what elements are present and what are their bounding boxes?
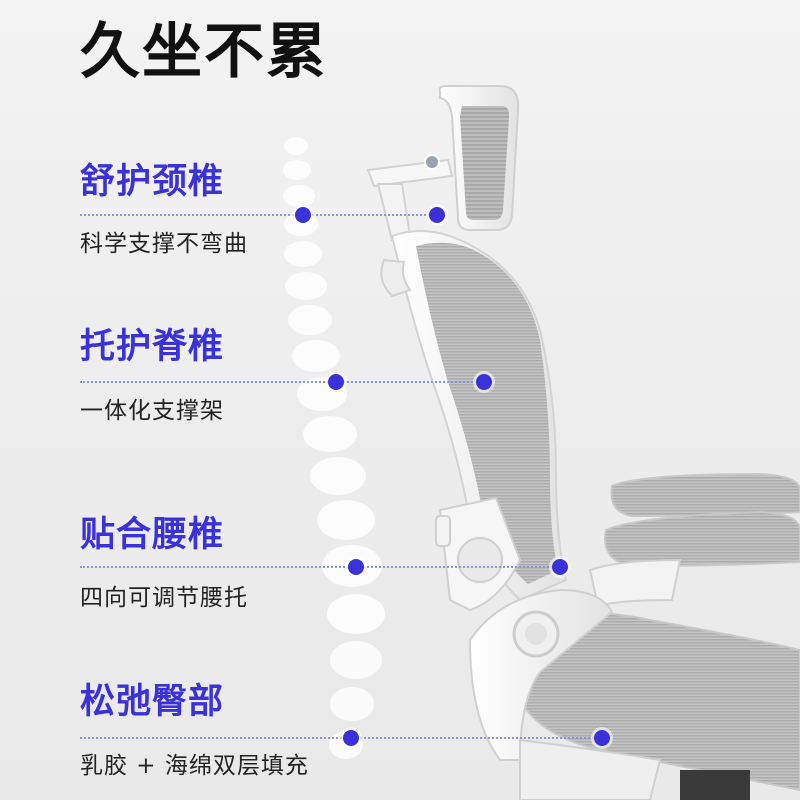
feature-title-lumbar: 贴合腰椎 <box>80 515 225 555</box>
lumbar-mechanism <box>435 496 522 612</box>
headrest <box>366 85 520 242</box>
feature-subtitle-neck: 科学支撑不弯曲 <box>80 231 248 257</box>
spine-decoration <box>283 137 385 759</box>
feature-subtitle-lumbar: 四向可调节腰托 <box>80 585 248 611</box>
callout-dot <box>594 730 610 746</box>
callout-dot <box>295 207 311 223</box>
callout-dot <box>552 559 568 575</box>
feature-title-spine: 托护脊椎 <box>80 327 225 367</box>
callout-line-spine <box>80 381 492 383</box>
armrests <box>588 472 800 608</box>
callout-dot <box>429 207 445 223</box>
callout-dot <box>328 374 344 390</box>
headline: 久坐不累 <box>80 17 328 87</box>
callout-line-neck <box>80 214 442 216</box>
seat <box>468 588 800 800</box>
callout-dot <box>343 730 359 746</box>
backrest <box>380 230 568 602</box>
callout-line-lumbar <box>80 566 568 568</box>
feature-title-neck: 舒护颈椎 <box>80 162 225 202</box>
feature-subtitle-hip: 乳胶 + 海绵双层填充 <box>80 753 309 779</box>
feature-title-hip: 松弛臀部 <box>80 682 225 722</box>
callout-dot <box>348 559 364 575</box>
callout-dot <box>476 374 492 390</box>
feature-subtitle-spine: 一体化支撑架 <box>80 398 224 424</box>
